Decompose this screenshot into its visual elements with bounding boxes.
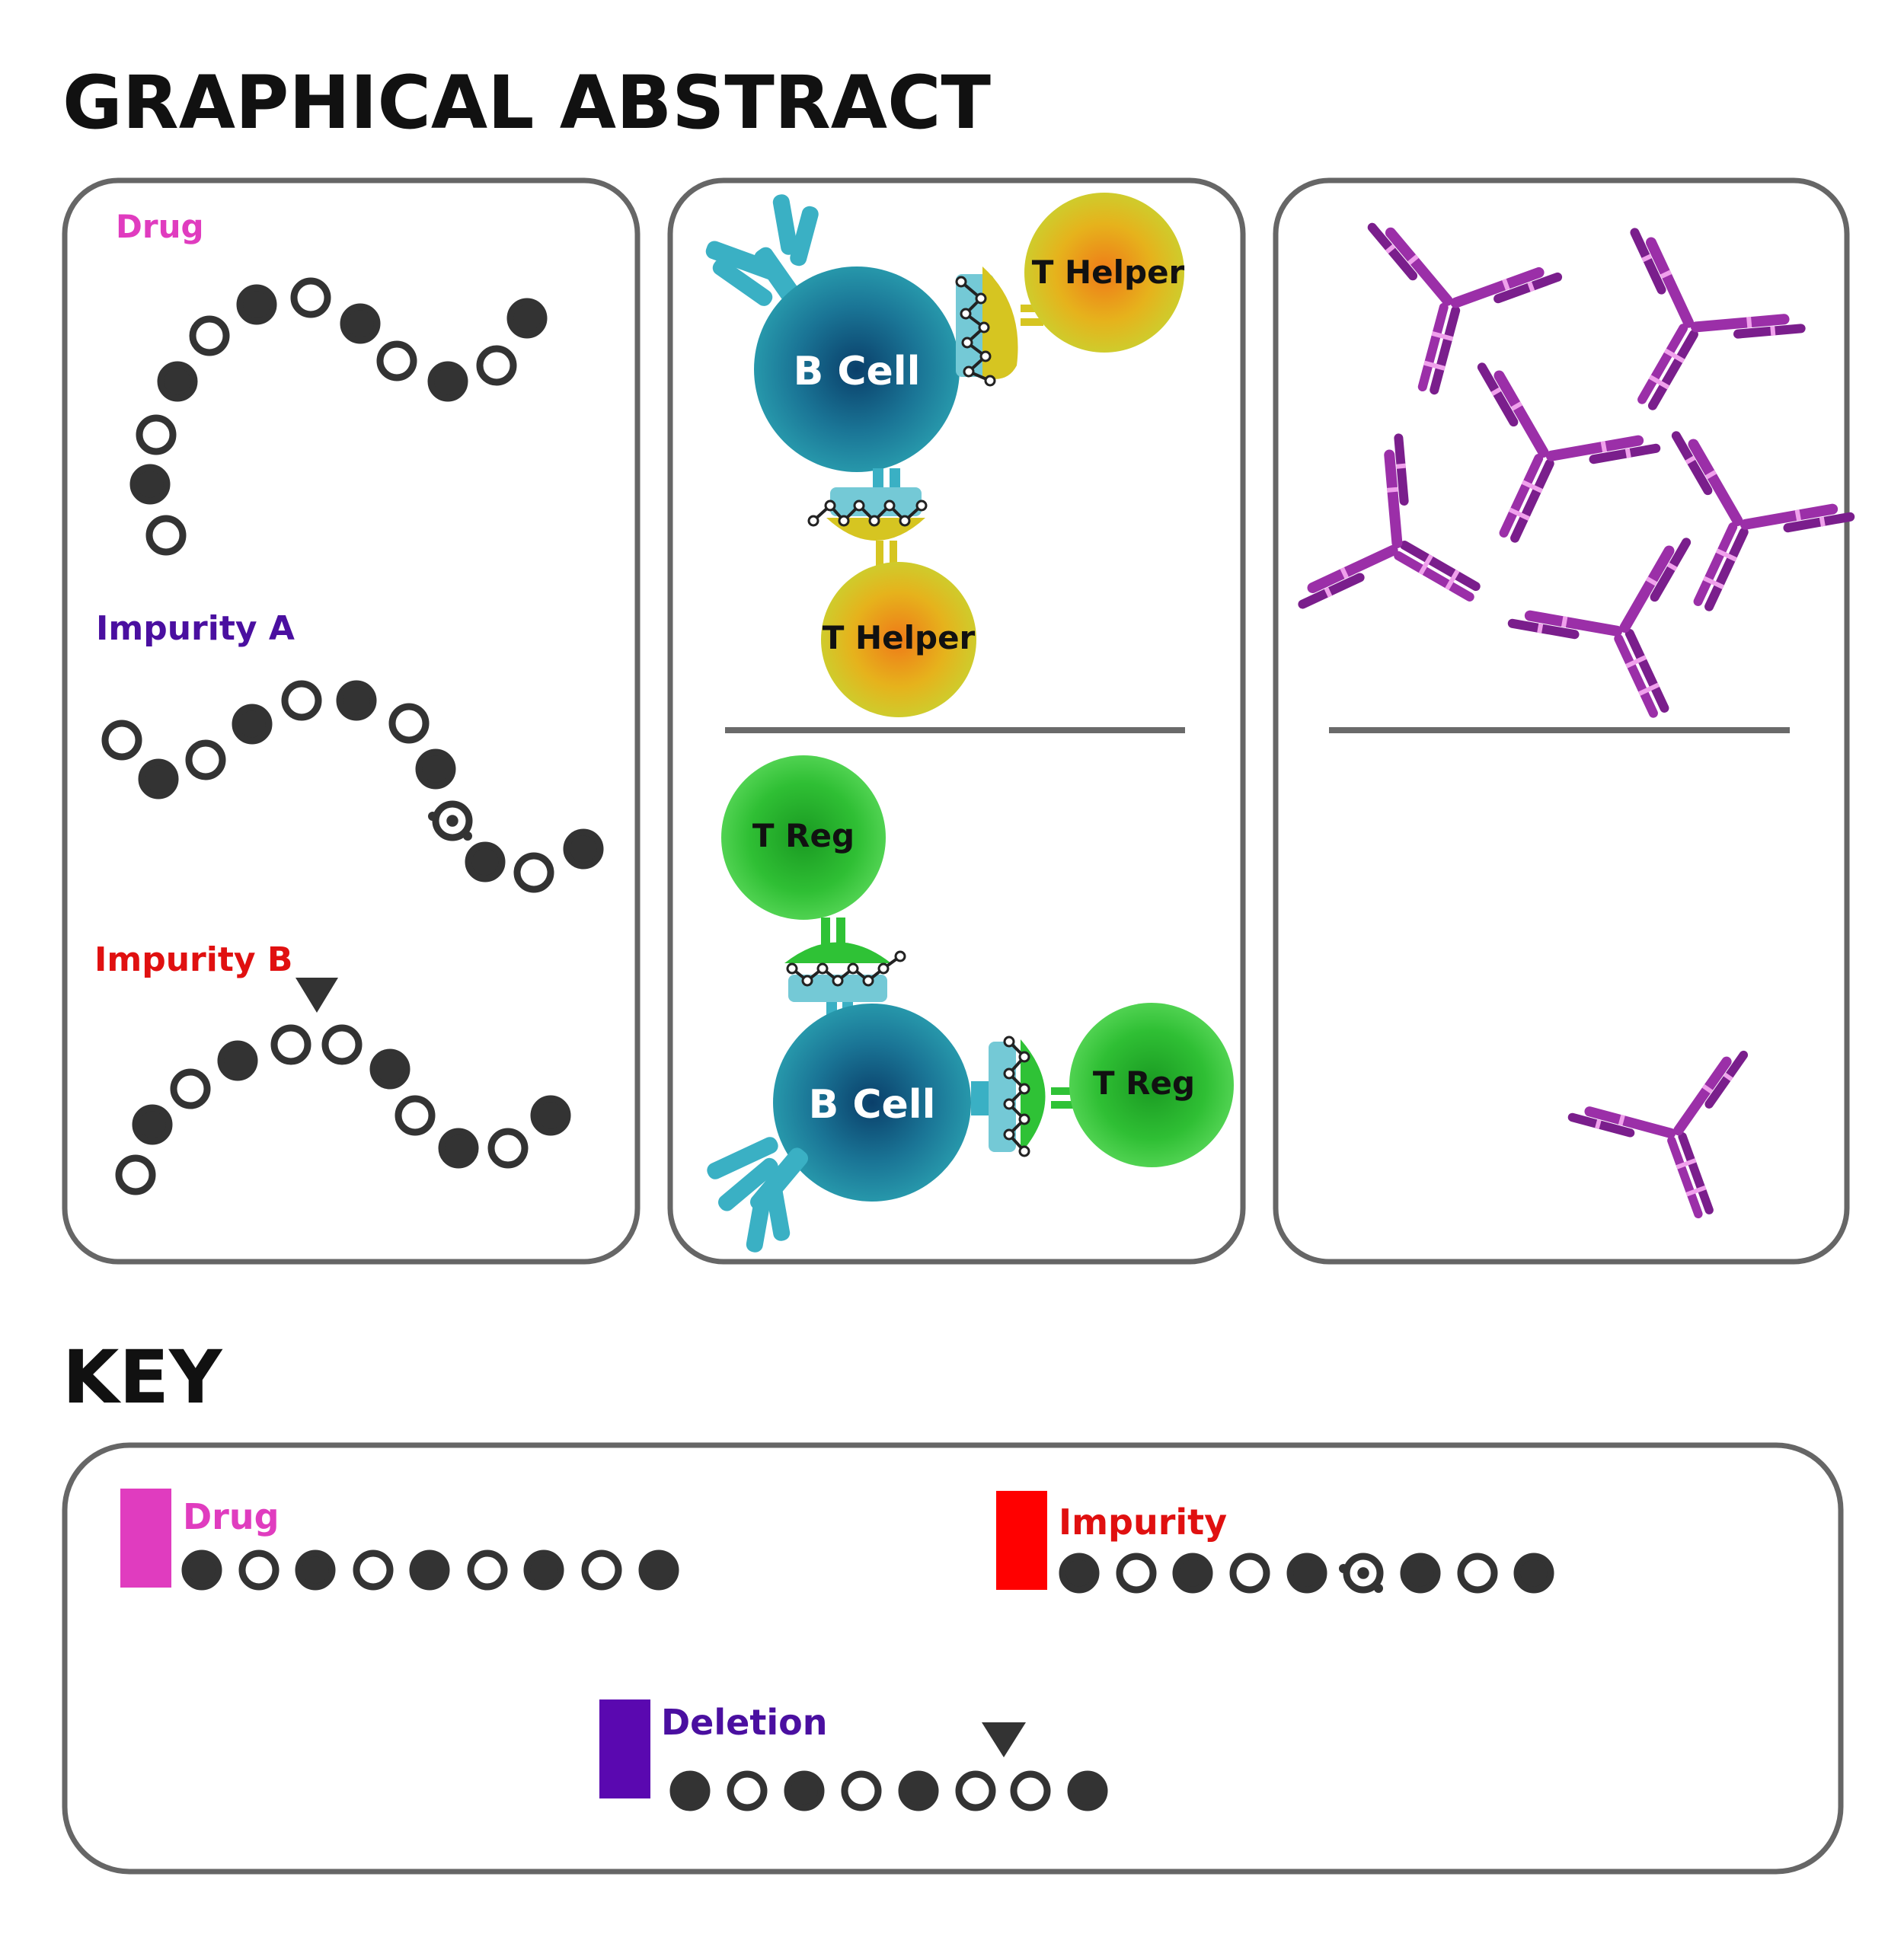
key-drug-label: Drug: [183, 1496, 280, 1537]
impurity-key-swatch: [996, 1491, 1047, 1590]
filled-bead: [340, 684, 373, 717]
filled-bead: [1176, 1556, 1209, 1590]
filled-bead: [373, 1052, 407, 1086]
open-bead: [139, 418, 173, 452]
open-bead: [959, 1774, 992, 1808]
filled-bead: [1062, 1556, 1096, 1590]
b-cell-bottom-label: B Cell: [809, 1082, 936, 1128]
open-bead: [585, 1553, 618, 1587]
filled-bead: [510, 302, 544, 335]
filled-bead: [1517, 1556, 1551, 1590]
open-bead: [1233, 1556, 1267, 1590]
key-panel: [65, 1445, 1841, 1872]
open-bead: [149, 519, 183, 552]
open-bead: [491, 1131, 525, 1165]
filled-bead: [468, 845, 502, 879]
filled-bead: [343, 307, 377, 340]
open-bead: [398, 1099, 432, 1132]
drug-label: Drug: [116, 208, 204, 245]
panel-antibodies: [1276, 180, 1847, 1262]
open-bead: [274, 1028, 308, 1061]
filled-bead: [142, 762, 175, 796]
open-bead: [1120, 1556, 1153, 1590]
filled-bead: [787, 1774, 821, 1808]
t-reg-right-label: T Reg: [1093, 1064, 1195, 1102]
t-helper-bottom-label: T Helper: [823, 619, 976, 656]
open-bead: [294, 281, 327, 314]
filled-bead: [673, 1774, 707, 1808]
filled-bead: [1290, 1556, 1324, 1590]
open-bead: [189, 743, 222, 777]
key-drug-sequence: [185, 1553, 676, 1587]
filled-bead: [527, 1553, 561, 1587]
open-bead: [730, 1774, 764, 1808]
open-bead: [845, 1774, 878, 1808]
open-bead: [356, 1553, 390, 1587]
filled-bead: [1404, 1556, 1437, 1590]
key-deletion-label: Deletion: [661, 1702, 827, 1743]
filled-bead: [133, 468, 167, 501]
deletion-key-swatch: [599, 1699, 650, 1798]
open-bead: [1014, 1774, 1047, 1808]
b-cell-top-label: B Cell: [794, 349, 921, 394]
filled-bead: [534, 1099, 567, 1132]
open-bead: [1461, 1556, 1494, 1590]
open-bead: [392, 707, 426, 740]
open-bead: [380, 344, 414, 378]
open-bead: [174, 1072, 207, 1106]
filled-bead: [240, 288, 273, 321]
open-bead: [285, 684, 318, 717]
filled-bead: [442, 1131, 475, 1165]
t-reg-top-label: T Reg: [752, 817, 855, 854]
open-bead: [480, 349, 513, 382]
t-helper-right-label: T Helper: [1032, 254, 1185, 291]
open-bead: [119, 1158, 152, 1192]
open-bead: [193, 319, 226, 353]
key-heading: KEY: [62, 1335, 223, 1420]
abstract-heading: GRAPHICAL ABSTRACT: [62, 60, 991, 145]
open-bead: [105, 723, 139, 757]
open-bead: [325, 1028, 359, 1061]
impurity-a-label: Impurity A: [96, 609, 295, 648]
filled-bead: [431, 365, 465, 398]
filled-bead: [185, 1553, 219, 1587]
filled-bead: [567, 832, 600, 866]
filled-bead: [221, 1044, 254, 1077]
key-impurity-label: Impurity: [1059, 1502, 1227, 1543]
drug-key-swatch: [120, 1489, 171, 1588]
filled-bead: [419, 752, 452, 786]
filled-bead: [642, 1553, 676, 1587]
open-bead: [517, 856, 551, 889]
filled-bead: [235, 707, 269, 741]
open-bead: [242, 1553, 276, 1587]
filled-bead: [299, 1553, 332, 1587]
filled-bead: [413, 1553, 446, 1587]
open-bead: [471, 1553, 504, 1587]
filled-bead: [136, 1108, 169, 1141]
filled-bead: [1071, 1774, 1104, 1808]
filled-bead: [902, 1774, 935, 1808]
impurity-b-label: Impurity B: [94, 940, 292, 979]
filled-bead: [161, 365, 194, 398]
key-impurity-sequence: [1062, 1556, 1551, 1593]
